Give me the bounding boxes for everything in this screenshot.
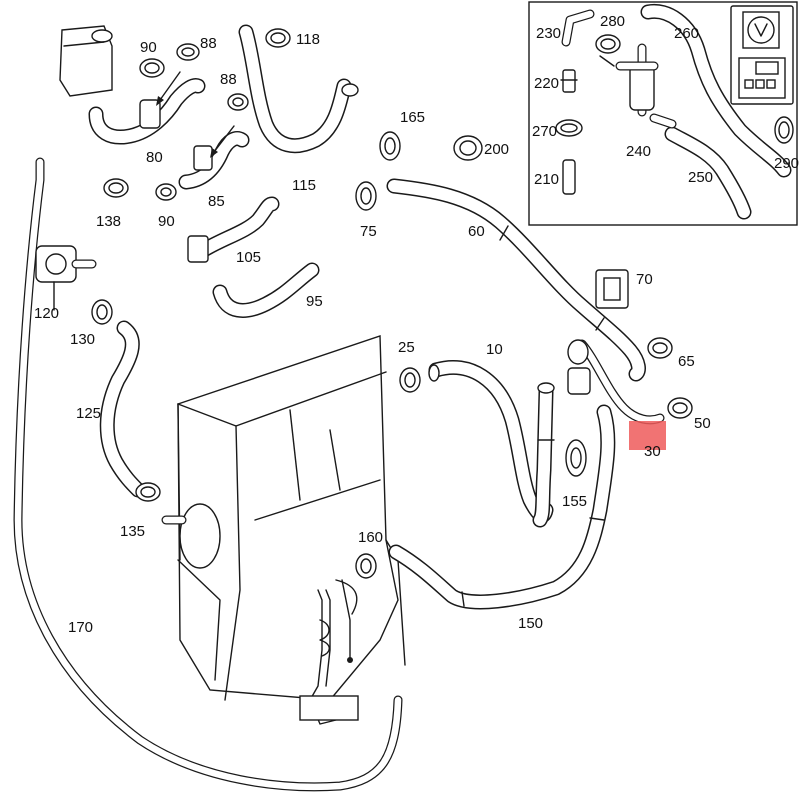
clamp-50 [667, 397, 693, 419]
callout-25: 25 [398, 339, 415, 356]
expansion-tank [59, 25, 113, 97]
callout-105: 105 [236, 249, 261, 266]
callout-88-mid: 88 [220, 71, 237, 88]
callout-138: 138 [96, 213, 121, 230]
engine-block [161, 335, 406, 701]
hose-60 [386, 178, 646, 382]
callout-230: 230 [536, 25, 561, 42]
leader-arrows [156, 71, 235, 158]
callout-135: 135 [120, 523, 145, 540]
clamp-65 [647, 337, 673, 359]
clamp-90-mid [155, 183, 177, 201]
callout-75: 75 [360, 223, 377, 240]
clamp-130 [91, 299, 113, 325]
sensor-pipe-harness [299, 579, 359, 725]
clamp-270 [555, 119, 583, 137]
hose-150 [388, 404, 616, 610]
callout-170: 170 [68, 619, 93, 636]
callout-90-top: 90 [140, 39, 157, 56]
valve-85 [178, 131, 250, 190]
callout-210: 210 [534, 171, 559, 188]
callout-260: 260 [674, 25, 699, 42]
callout-270: 270 [532, 123, 557, 140]
callout-65: 65 [678, 353, 695, 370]
clamp-118 [265, 28, 291, 48]
hose-105 [187, 196, 280, 263]
callout-240: 240 [626, 143, 651, 160]
callout-250: 250 [688, 169, 713, 186]
callout-115: 115 [292, 177, 316, 194]
clamp-75 [355, 181, 377, 211]
clamp-155 [565, 439, 587, 477]
pipe-210 [562, 159, 576, 195]
callout-120: 120 [34, 305, 59, 322]
callout-10: 10 [486, 341, 503, 358]
clamp-135 [135, 482, 161, 502]
callout-290: 290 [774, 155, 799, 172]
clamp-165 [379, 131, 401, 161]
hose-250 [664, 126, 752, 220]
clamp-160 [355, 553, 377, 579]
callout-30: 30 [644, 443, 661, 460]
callout-200: 200 [484, 141, 509, 158]
hose-80 [88, 78, 206, 145]
callout-labels: 90 88 118 80 88 85 115 138 90 165 200 75… [34, 13, 799, 636]
clamp-88-mid [227, 93, 249, 111]
pipe-assembly-10-vertical [532, 382, 555, 528]
pump-120 [35, 245, 97, 311]
callout-165: 165 [400, 109, 425, 126]
callout-85: 85 [208, 193, 225, 210]
clamp-200 [453, 135, 483, 161]
inset-detail-box [528, 1, 798, 226]
callout-220: 220 [534, 75, 559, 92]
hose-95 [212, 262, 320, 318]
callout-95: 95 [306, 293, 323, 310]
bracket-70 [595, 269, 629, 309]
valve-240 [615, 43, 677, 129]
elbow-230 [561, 9, 595, 47]
clamp-280 [595, 34, 621, 67]
callout-160: 160 [358, 529, 383, 546]
callout-70: 70 [636, 271, 653, 288]
hose-125 [99, 320, 146, 498]
callout-50: 50 [694, 415, 711, 432]
hose-10 [428, 359, 554, 523]
clamp-138 [103, 178, 129, 198]
connector-220 [560, 69, 578, 93]
hose-115 [238, 24, 359, 154]
clamp-88-top [176, 43, 200, 61]
callout-125: 125 [76, 405, 101, 422]
callout-150: 150 [518, 615, 543, 632]
highlight-marker-30 [629, 421, 666, 450]
clamp-25 [399, 367, 421, 393]
callout-130: 130 [70, 331, 95, 348]
pipe-170 [13, 157, 403, 792]
hose-30 [567, 339, 665, 425]
callout-60: 60 [468, 223, 485, 240]
heater-control-panel [730, 5, 794, 105]
callout-88-top: 88 [200, 35, 217, 52]
clamp-290 [774, 116, 794, 144]
hose-260 [640, 3, 792, 178]
callout-90-mid: 90 [158, 213, 175, 230]
callout-280: 280 [600, 13, 625, 30]
callout-155: 155 [562, 493, 587, 510]
callout-80: 80 [146, 149, 163, 166]
clamp-90-top [139, 58, 165, 78]
callout-118: 118 [296, 31, 320, 48]
